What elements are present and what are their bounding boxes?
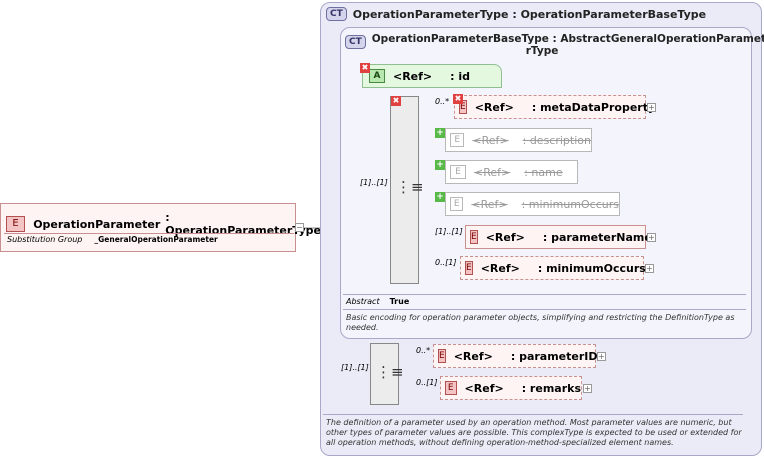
expand-toggle[interactable]: + — [597, 352, 606, 361]
element-ref: <Ref> — [464, 381, 504, 395]
outer-type-header: CT OperationParameterType : OperationPar… — [326, 7, 706, 21]
item-cardinality: 0..[1] — [435, 258, 457, 267]
element-parameterid[interactable]: E <Ref> : parameterID — [433, 344, 598, 368]
attribute-name: : id — [450, 69, 471, 83]
element-name-ghost[interactable]: E <Ref> : name — [445, 160, 578, 184]
inner-type-title: OperationParameterBaseType : AbstractGen… — [371, 33, 764, 45]
item-cardinality: 0..* — [416, 346, 431, 355]
element-badge: E — [438, 349, 446, 363]
complex-type-icon: CT — [326, 7, 347, 21]
element-ref: <Ref> — [474, 165, 511, 179]
element-name: : minimumOccurs — [537, 261, 646, 275]
root-element[interactable]: E OperationParameter : OperationParamete… — [0, 203, 321, 252]
inner-divider — [343, 294, 746, 295]
inner-type-header: CT OperationParameterBaseType : Abstract… — [345, 33, 764, 57]
element-minimumoccurs-ghost[interactable]: E <Ref> : minimumOccurs — [445, 192, 620, 216]
removed-marker: ✖ — [391, 96, 401, 106]
attribute-ref: <Ref> — [393, 69, 433, 83]
element-minimumoccurs[interactable]: E <Ref> : minimumOccurs — [460, 256, 646, 280]
expand-toggle[interactable]: + — [645, 264, 654, 273]
element-ref: <Ref> — [474, 100, 514, 114]
expand-toggle[interactable]: + — [647, 233, 656, 242]
element-badge: E — [6, 216, 26, 232]
inner-type-title-wrap: rType — [525, 45, 559, 57]
outer-sequence-cardinality: [1]..[1] — [341, 363, 369, 372]
element-remarks[interactable]: E <Ref> : remarks — [440, 376, 582, 400]
element-ref: <Ref> — [480, 261, 520, 275]
element-name: : metaDataProperty — [531, 100, 656, 114]
attribute-id[interactable]: A <Ref> : id — [362, 64, 502, 88]
element-ref: <Ref> — [453, 349, 493, 363]
abstract-value: True — [389, 297, 410, 306]
element-badge: E — [450, 197, 464, 211]
outer-divider — [323, 414, 743, 415]
attribute-badge: A — [369, 69, 385, 83]
element-badge: E — [465, 261, 473, 275]
added-marker: + — [435, 128, 445, 138]
item-cardinality: [1]..[1] — [435, 227, 463, 236]
expand-toggle[interactable]: + — [647, 103, 656, 112]
element-badge: E — [445, 381, 457, 395]
element-badge: E — [450, 165, 466, 179]
substitution-group-value: _GeneralOperationParameter — [94, 235, 218, 244]
element-name: : parameterName — [542, 230, 652, 244]
complex-type-icon: CT — [345, 35, 366, 49]
removed-marker: ✖ — [453, 94, 463, 104]
item-cardinality: 0..* — [435, 97, 450, 106]
element-name: : minimumOccurs — [521, 197, 619, 211]
element-ref: <Ref> — [471, 197, 508, 211]
element-ref: <Ref> — [472, 133, 509, 147]
root-divider — [4, 233, 294, 234]
element-badge: E — [450, 133, 465, 147]
abstract-label: Abstract — [346, 297, 380, 306]
root-element-name: OperationParameter — [33, 217, 161, 231]
removed-marker: ✖ — [360, 63, 370, 73]
inner-sequence-cardinality: [1]..[1] — [360, 178, 388, 187]
inner-type-documentation: Basic encoding for operation parameter o… — [346, 313, 735, 332]
inner-divider — [343, 309, 746, 310]
element-name: : parameterID — [510, 349, 598, 363]
item-cardinality: 0..[1] — [416, 378, 438, 387]
outer-type-title: OperationParameterType : OperationParame… — [352, 7, 707, 21]
abstract-row: Abstract True — [346, 297, 409, 306]
added-marker: + — [435, 192, 445, 202]
element-name: : description — [522, 133, 591, 147]
element-parametername[interactable]: E <Ref> : parameterName — [465, 225, 652, 249]
expand-toggle[interactable]: + — [583, 384, 592, 393]
element-metadataproperty[interactable]: E <Ref> : metaDataProperty — [454, 95, 655, 119]
collapse-toggle[interactable]: − — [295, 223, 304, 232]
substitution-group: Substitution Group _GeneralOperationPara… — [7, 235, 218, 244]
sequence-icon: ⋮≡ — [396, 178, 424, 196]
element-ref: <Ref> — [485, 230, 525, 244]
added-marker: + — [435, 160, 445, 170]
substitution-group-label: Substitution Group — [7, 235, 83, 244]
sequence-icon: ⋮≡ — [376, 363, 404, 381]
outer-type-documentation: The definition of a parameter used by an… — [326, 418, 742, 447]
element-description[interactable]: E <Ref> : description — [445, 128, 592, 152]
element-badge: E — [470, 230, 478, 244]
inner-sequence-compositor[interactable] — [390, 96, 419, 284]
element-name: : remarks — [521, 381, 581, 395]
element-name: : name — [524, 165, 563, 179]
outer-sequence-compositor[interactable] — [370, 343, 399, 405]
